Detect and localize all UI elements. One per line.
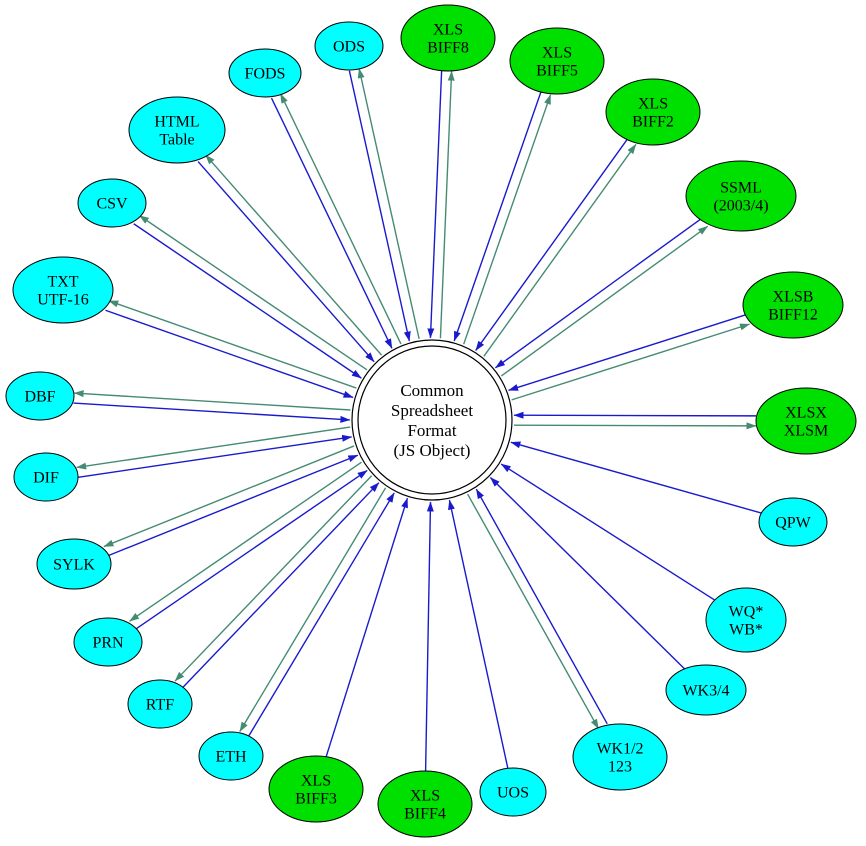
- format-node-label-ods: ODS: [333, 39, 365, 56]
- format-node-label-dbf: DBF: [24, 389, 55, 406]
- edge-to-center-wk34: [489, 477, 686, 670]
- edge-to-center-rtf: [181, 482, 380, 689]
- format-node-csv: CSV: [77, 178, 147, 228]
- format-node-label-qpw: QPW: [775, 515, 811, 532]
- format-node-label-rtf: RTF: [146, 697, 174, 714]
- edge-from-center-csv: [138, 214, 368, 371]
- format-node-label-uos: UOS: [497, 785, 529, 802]
- edge-from-center-fods: [279, 93, 402, 345]
- edge-to-center-xlsx: [513, 411, 757, 419]
- edge-from-center-dbf: [73, 390, 351, 411]
- format-node-dif: DIF: [13, 452, 79, 502]
- edge-from-center-dif: [76, 426, 351, 470]
- edge-from-center-xls-biff2: [483, 143, 637, 357]
- format-node-label-prn: PRN: [92, 635, 124, 652]
- format-node-wq-wb: WQ*WB*: [705, 587, 787, 653]
- edge-to-center-html-table: [197, 161, 375, 363]
- edge-from-center-eth: [239, 487, 387, 732]
- edge-to-center-xls-biff4: [424, 501, 434, 772]
- edge-from-center-sylk: [103, 445, 355, 548]
- edge-to-center-csv: [133, 223, 362, 379]
- edge-from-center-xlsb: [511, 323, 750, 401]
- edge-from-center-txt-utf16: [108, 300, 357, 389]
- format-node-ssml: SSML(2003/4): [685, 160, 797, 232]
- edge-to-center-ods: [348, 70, 411, 342]
- format-node-label-wq-wb: WQ*WB*: [729, 604, 764, 639]
- edge-to-center-dif: [78, 434, 353, 479]
- edge-to-center-prn: [134, 469, 368, 630]
- edge-from-center-ssml: [500, 225, 709, 377]
- format-node-eth: ETH: [198, 731, 264, 781]
- edge-from-center-xlsx: [513, 422, 757, 430]
- edge-from-center-wk12-123: [466, 493, 600, 730]
- format-node-qpw: QPW: [758, 497, 828, 547]
- format-node-rtf: RTF: [127, 679, 193, 729]
- edge-to-center-xlsb: [508, 313, 747, 392]
- edge-to-center-xls-biff5: [453, 91, 542, 342]
- format-node-label-eth: ETH: [215, 749, 247, 766]
- edge-to-center-xls-biff3: [325, 497, 409, 757]
- edge-from-center-rtf: [174, 475, 373, 682]
- edge-to-center-sylk: [107, 454, 359, 557]
- format-node-label-dif: DIF: [33, 470, 59, 487]
- format-node-uos: UOS: [479, 767, 547, 817]
- format-node-dbf: DBF: [5, 371, 75, 421]
- edge-to-center-qpw: [510, 441, 762, 514]
- edge-from-center-html-table: [205, 154, 383, 356]
- edge-to-center-wk12-123: [475, 488, 608, 725]
- edge-to-center-xls-biff8: [427, 70, 443, 339]
- format-node-wk34: WK3/4: [665, 664, 747, 716]
- edge-from-center-prn: [129, 461, 362, 622]
- edge-to-center-uos: [448, 499, 509, 769]
- format-node-label-wk34: WK3/4: [682, 683, 729, 700]
- format-node-ods: ODS: [314, 21, 384, 71]
- format-node-label-ssml: SSML(2003/4): [713, 180, 768, 215]
- format-node-sylk: SYLK: [36, 538, 112, 590]
- edge-to-center-xls-biff2: [475, 138, 629, 351]
- format-node-label-sylk: SYLK: [53, 557, 95, 574]
- edge-to-center-ssml: [495, 217, 703, 369]
- format-node-prn: PRN: [73, 617, 143, 667]
- format-node-label-csv: CSV: [96, 196, 128, 213]
- edge-from-center-xls-biff5: [463, 94, 552, 345]
- edge-to-center-dbf: [73, 402, 351, 423]
- format-node-fods: FODS: [228, 48, 302, 98]
- edge-from-center-xls-biff8: [439, 70, 455, 339]
- format-node-label-fods: FODS: [245, 66, 286, 83]
- edge-to-center-wq-wb: [500, 463, 716, 601]
- edge-to-center-fods: [270, 97, 393, 349]
- edge-to-center-txt-utf16: [105, 309, 354, 399]
- edge-from-center-ods: [357, 68, 420, 340]
- edge-to-center-eth: [247, 492, 395, 738]
